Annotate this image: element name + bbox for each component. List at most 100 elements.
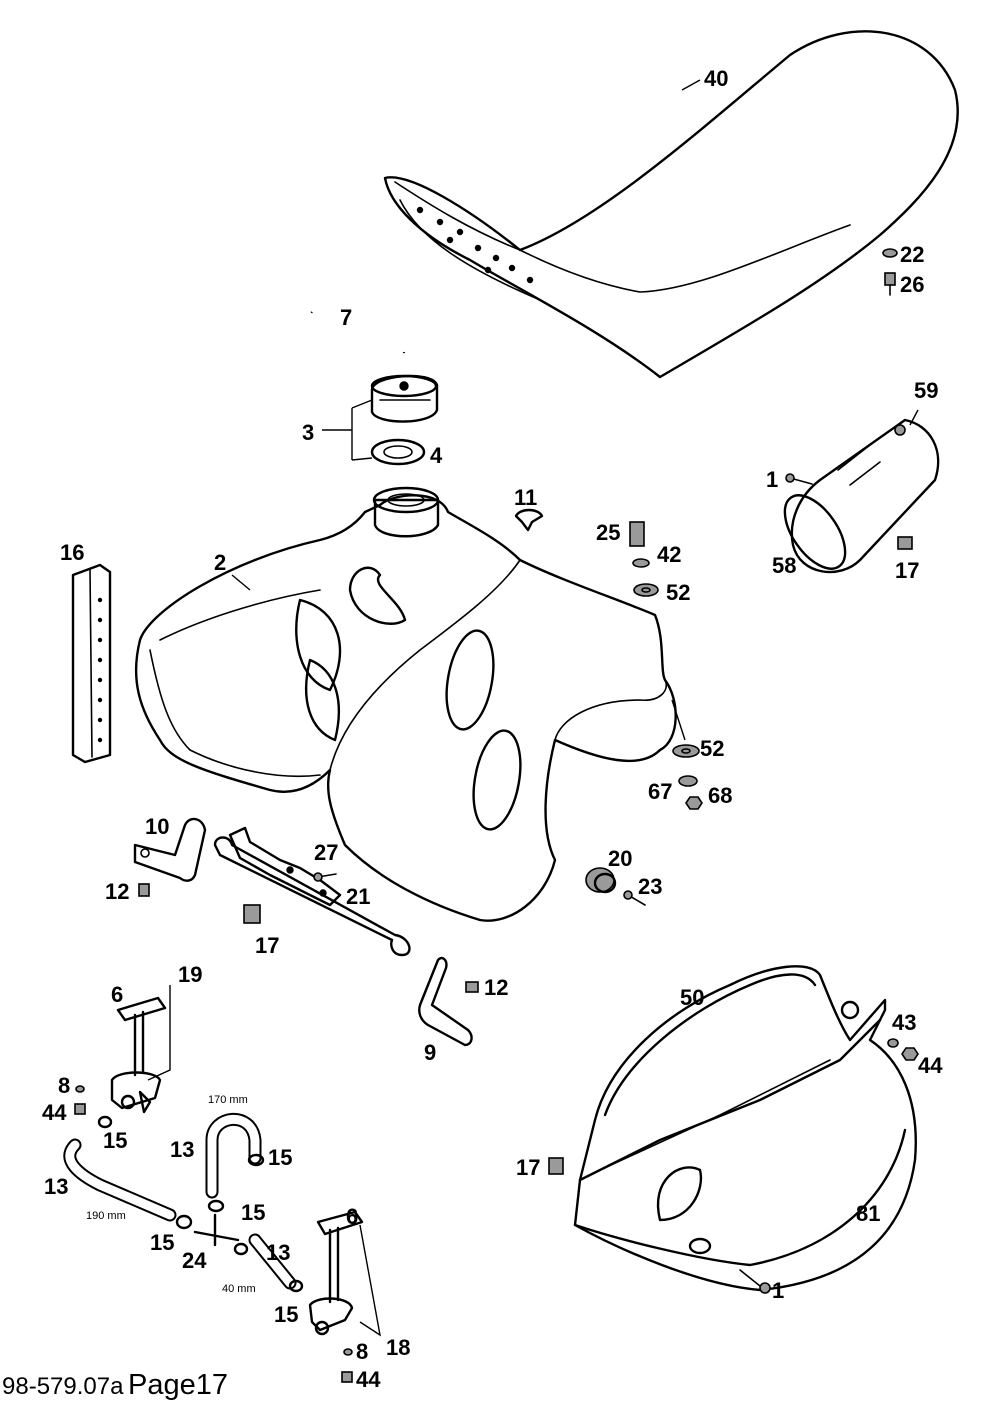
label-68: 68 — [708, 783, 732, 808]
seat-washer-22 — [882, 248, 898, 258]
label-15-b: 15 — [268, 1145, 292, 1170]
dim-hose-lower: 40 mm — [222, 1283, 256, 1295]
page-number: Page17 — [128, 1369, 228, 1401]
label-22: 22 — [900, 242, 924, 267]
hose-clamp-15a — [97, 1115, 113, 1129]
tap-seal-8-left — [75, 1085, 85, 1093]
fuel-hose-13-lower — [248, 1233, 297, 1290]
foam-strip-16 — [71, 563, 112, 764]
bracket-screw-27 — [313, 872, 337, 882]
hose-clamp-15d — [207, 1199, 225, 1213]
label-8-left: 8 — [58, 1073, 70, 1098]
leader-19 — [147, 985, 171, 1081]
label-58: 58 — [772, 553, 796, 578]
label-2: 2 — [214, 550, 226, 575]
tank-washer-42 — [632, 558, 650, 568]
plug-11 — [514, 508, 544, 532]
label-17-center: 17 — [255, 933, 279, 958]
seat-part-40 — [383, 30, 959, 379]
label-52-lower: 52 — [700, 736, 724, 761]
bracket-bolt-12-right — [465, 981, 479, 993]
label-23: 23 — [638, 874, 662, 899]
label-13-upper: 13 — [170, 1137, 194, 1162]
label-40: 40 — [704, 66, 728, 91]
label-15-a: 15 — [103, 1128, 127, 1153]
tank-washer-67 — [678, 775, 698, 787]
label-1-aux: 1 — [766, 467, 778, 492]
label-59: 59 — [914, 378, 938, 403]
label-81: 81 — [856, 1201, 880, 1226]
label-44-right: 44 — [356, 1367, 381, 1392]
tank-washer-52-upper — [633, 583, 659, 597]
tank-washer-52-lower — [672, 744, 700, 758]
filler-cap-3 — [370, 374, 439, 423]
part-labels: 40 22 26 7 3 4 59 1 58 17 11 25 42 52 16… — [42, 66, 943, 1392]
tap-screw-44-right — [341, 1371, 353, 1383]
bracket-10 — [133, 817, 207, 882]
tank-nut-68 — [685, 796, 703, 810]
breather-hose-7 — [310, 287, 408, 354]
label-4: 4 — [430, 443, 443, 468]
bracket-9 — [418, 956, 473, 1047]
label-42: 42 — [657, 542, 681, 567]
label-1-cover: 1 — [772, 1278, 784, 1303]
label-6-lower: 6 — [346, 1204, 358, 1229]
cap-seal-4 — [370, 438, 426, 466]
label-8-right: 8 — [356, 1339, 368, 1364]
label-52-upper: 52 — [666, 580, 690, 605]
label-3: 3 — [302, 420, 314, 445]
label-9: 9 — [424, 1040, 436, 1065]
bracket-bolt-12-left — [138, 883, 150, 897]
label-11: 11 — [514, 485, 537, 510]
label-21: 21 — [346, 884, 370, 909]
fuel-hose-13-left — [63, 1138, 177, 1222]
tap-screw-44-left — [74, 1103, 86, 1115]
label-44-left: 44 — [42, 1100, 67, 1125]
label-7: 7 — [340, 305, 352, 330]
label-20: 20 — [608, 846, 632, 871]
label-15-e: 15 — [274, 1302, 298, 1327]
label-44-cover: 44 — [918, 1053, 943, 1078]
drawing-reference: 98-579.07a — [2, 1373, 124, 1400]
aux-tank-screw-1 — [785, 473, 813, 485]
dim-hose-upper: 170 mm — [208, 1094, 248, 1106]
label-16: 16 — [60, 540, 84, 565]
label-24: 24 — [182, 1248, 207, 1273]
label-6-upper: 6 — [111, 982, 123, 1007]
grommet-screw-23 — [623, 890, 646, 906]
dim-hose-left: 190 mm — [86, 1210, 126, 1222]
grommet-20 — [585, 867, 617, 894]
side-cover-washer-43 — [887, 1038, 899, 1048]
label-10: 10 — [145, 814, 169, 839]
side-cover-50 — [603, 973, 817, 1117]
aux-tank-58 — [783, 418, 940, 574]
tank-bolt-25 — [629, 521, 645, 547]
label-19: 19 — [178, 962, 202, 987]
label-13-lower: 13 — [266, 1240, 290, 1265]
tap-seal-8-right — [343, 1348, 353, 1356]
aux-tank-clip-17 — [897, 536, 913, 550]
fuel-tap-19 — [110, 996, 167, 1114]
leader-3-4 — [322, 399, 373, 461]
label-15-c: 15 — [241, 1200, 265, 1225]
fuel-tap-18 — [308, 1210, 364, 1336]
side-cover-clip-17 — [548, 1157, 564, 1175]
label-13-left: 13 — [44, 1174, 68, 1199]
t-connector-24 — [193, 1213, 240, 1247]
fuel-tank-2 — [134, 486, 677, 922]
leader-18 — [359, 1224, 381, 1337]
hose-clamp-15e — [233, 1242, 304, 1293]
fuel-hose-13-upper — [205, 1112, 262, 1199]
side-cover-screw-1 — [739, 1269, 771, 1294]
label-67: 67 — [648, 779, 672, 804]
bracket-clip-17-center — [243, 904, 261, 924]
side-cover-81 — [573, 965, 917, 1292]
label-17-cover: 17 — [516, 1155, 540, 1180]
seat-bolt-26 — [884, 272, 896, 296]
label-18: 18 — [386, 1335, 410, 1360]
hose-clamp-15b — [247, 1153, 265, 1167]
label-43: 43 — [892, 1010, 916, 1035]
label-12-left: 12 — [105, 879, 129, 904]
label-26: 26 — [900, 272, 924, 297]
